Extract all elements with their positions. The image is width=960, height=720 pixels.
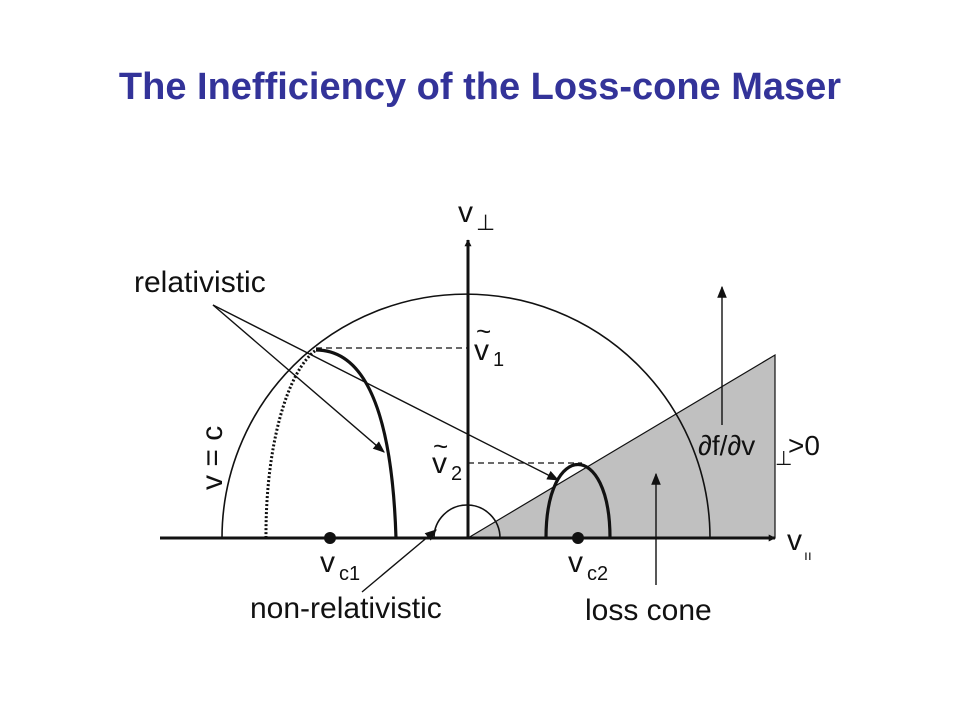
v-perp-subscript: ⊥	[476, 210, 495, 235]
slide-title: The Inefficiency of the Loss-cone Maser	[118, 66, 842, 108]
v2-tilde: ~	[433, 431, 448, 461]
gradient-gt-zero: >0	[788, 430, 820, 461]
gradient-perp-subscript: ⊥	[775, 448, 792, 470]
relativistic-label: relativistic	[134, 266, 266, 299]
vc1-subscript: c1	[339, 563, 360, 585]
v-parallel-subscript: ıı	[804, 547, 812, 563]
relativistic-ellipse-dotted	[264, 348, 317, 539]
vc2-label: v	[568, 546, 583, 579]
gradient-label: ∂f/∂v	[698, 430, 755, 461]
relativistic-arrow-2	[212, 304, 560, 481]
vc2-point	[572, 532, 584, 544]
relativistic-ellipse-right	[544, 463, 612, 539]
v-perp-label: v	[458, 196, 473, 229]
v-parallel-label: v	[787, 524, 802, 557]
v1-tilde: ~	[476, 316, 491, 346]
v1-label: v	[474, 334, 489, 367]
loss-cone-label: loss cone	[585, 594, 712, 627]
v1-subscript: 1	[493, 349, 504, 371]
v-equals-c-label: v = c	[196, 426, 229, 490]
relativistic-ellipse-left	[315, 348, 398, 539]
relativistic-arrow-1	[212, 304, 385, 453]
non-relativistic-arrow	[361, 529, 437, 593]
vc1-label: v	[320, 546, 335, 579]
non-relativistic-label: non-relativistic	[250, 592, 442, 625]
vc2-subscript: c2	[587, 563, 608, 585]
v2-subscript: 2	[451, 463, 462, 485]
v2-label: v	[432, 447, 447, 480]
vc1-point	[324, 532, 336, 544]
light-speed-circle	[221, 293, 711, 539]
